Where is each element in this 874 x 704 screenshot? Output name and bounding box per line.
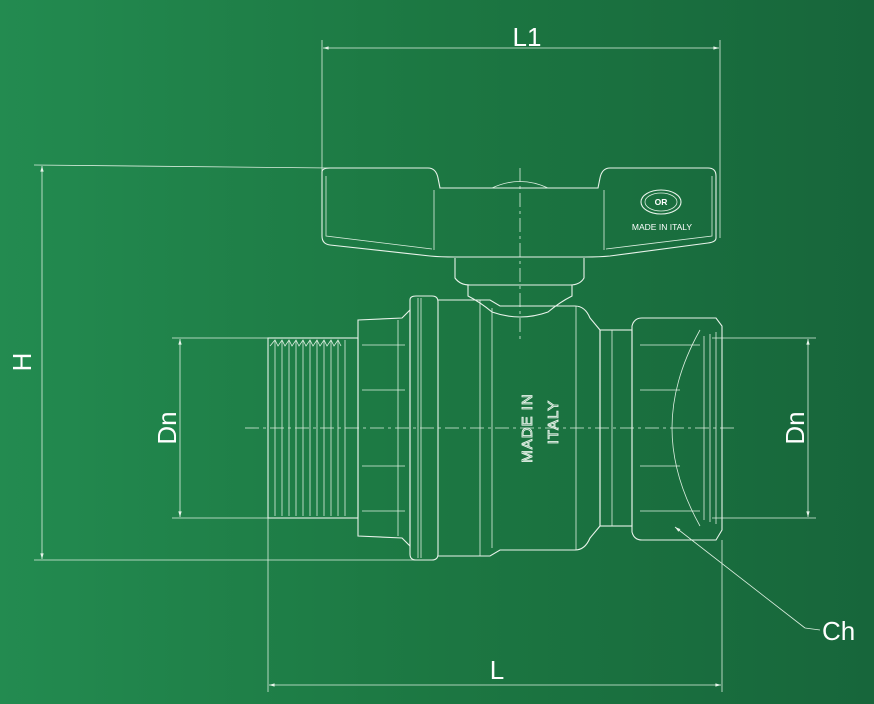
dimension-dn-right: Dn	[712, 337, 816, 519]
logo-text: OR	[655, 197, 668, 207]
handle-marking: MADE IN ITALY	[632, 222, 692, 232]
valve-body: MADE IN ITALY	[409, 295, 601, 561]
label-l1: L1	[513, 22, 542, 52]
stem	[454, 258, 585, 318]
label-dn-right: Dn	[780, 411, 810, 444]
label-h: H	[7, 353, 37, 372]
dimension-l: L	[267, 518, 723, 692]
label-ch: Ch	[822, 616, 855, 646]
butterfly-handle: OR MADE IN ITALY	[321, 167, 717, 258]
body-marking-line2: ITALY	[545, 400, 562, 444]
dimension-h: H	[7, 164, 420, 561]
dimension-dn-left: Dn	[152, 337, 270, 519]
label-l: L	[490, 655, 504, 685]
right-hex	[599, 317, 723, 541]
or-logo-icon	[640, 189, 682, 215]
body-marking-line1: MADE IN	[519, 393, 536, 463]
dimension-ch: Ch	[674, 526, 855, 646]
dimension-l1: L1	[321, 22, 721, 238]
label-dn-left: Dn	[152, 411, 182, 444]
